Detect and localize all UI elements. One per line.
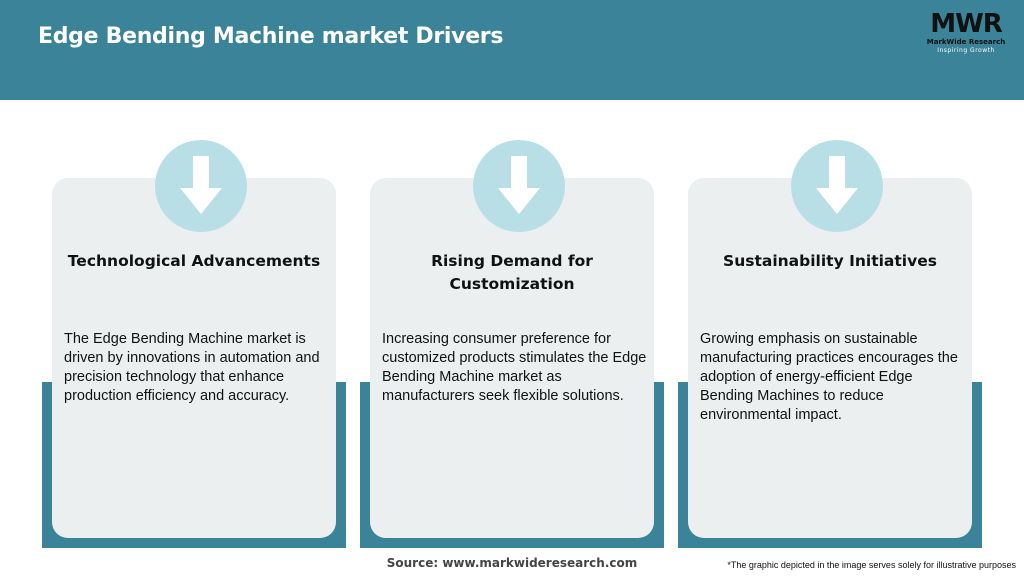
arrow-down-icon bbox=[155, 140, 247, 232]
source-credit: Source: www.markwideresearch.com bbox=[386, 556, 638, 570]
logo-name: MarkWide Research bbox=[926, 38, 1006, 46]
arrow-down-icon bbox=[791, 140, 883, 232]
card-description: The Edge Bending Machine market is drive… bbox=[64, 331, 320, 404]
card-description: Growing emphasis on sustainable manufact… bbox=[700, 331, 958, 423]
card-panel: Technological Advancements The Edge Bend… bbox=[52, 140, 336, 538]
arrow-down-icon bbox=[473, 140, 565, 232]
disclaimer-note: *The graphic depicted in the image serve… bbox=[727, 560, 1016, 570]
card-title: Sustainability Initiatives bbox=[723, 252, 937, 270]
brand-logo: MWR MarkWide Research Inspiring Growth bbox=[918, 10, 1014, 60]
card-panel: Rising Demand for Customization Increasi… bbox=[370, 140, 654, 538]
driver-card-3: Sustainability Initiatives Growing empha… bbox=[678, 140, 982, 548]
card-title: Rising Demand for Customization bbox=[431, 252, 593, 293]
driver-card-2: Rising Demand for Customization Increasi… bbox=[360, 140, 664, 548]
card-description: Increasing consumer preference for custo… bbox=[382, 331, 647, 404]
page-title: Edge Bending Machine market Drivers bbox=[38, 24, 504, 49]
logo-tagline: Inspiring Growth bbox=[937, 47, 995, 54]
logo-mark: MWR bbox=[930, 9, 1003, 39]
card-panel: Sustainability Initiatives Growing empha… bbox=[688, 140, 972, 538]
driver-card-1: Technological Advancements The Edge Bend… bbox=[42, 140, 346, 548]
card-title: Technological Advancements bbox=[67, 252, 321, 270]
header-banner: Edge Bending Machine market Drivers MWR … bbox=[0, 0, 1024, 100]
